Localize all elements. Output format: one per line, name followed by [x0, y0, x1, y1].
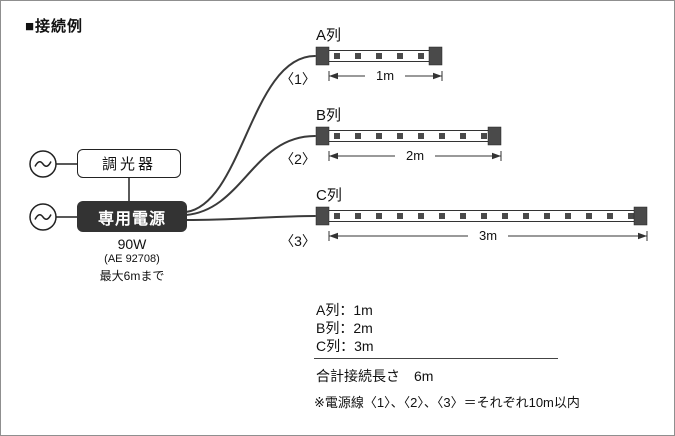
summary-item-c: C列：3m: [316, 338, 374, 354]
led-strip-c: [315, 206, 648, 241]
led-strip-a: [315, 46, 443, 81]
summary-divider: [314, 358, 558, 359]
ac-source-symbol-top: [29, 150, 57, 178]
supply-max-length: 最大6mまで: [99, 269, 165, 283]
strip-c-length: 3m: [468, 228, 508, 244]
sine-wave-icon: [34, 214, 52, 220]
supply-model: (AE 92708): [104, 253, 160, 265]
cable-3: [185, 215, 316, 221]
cable-3-label: 〈3〉: [280, 233, 316, 249]
summary-item-a: A列：1m: [316, 302, 373, 318]
strip-a-name: A列: [316, 27, 342, 44]
cable-1: [185, 55, 316, 213]
cable-2-label: 〈2〉: [280, 151, 316, 167]
ac-source-symbol-bottom: [29, 203, 57, 231]
cable-2: [185, 135, 316, 216]
supply-wattage: 90W: [117, 236, 147, 252]
sine-wave-icon: [34, 161, 52, 167]
strip-a-length: 1m: [365, 68, 405, 84]
strip-b-name: B列: [316, 107, 342, 124]
power-line-note: ※電源線〈1〉、〈2〉、〈3〉＝それぞれ10m以内: [314, 395, 580, 410]
power-supply-box: 専用電源: [77, 201, 187, 232]
summary-total: 合計接続長さ 6m: [316, 368, 434, 384]
dimmer-label: 調光器: [101, 156, 156, 173]
summary-item-b: B列：2m: [316, 320, 373, 336]
power-supply-label: 専用電源: [97, 210, 166, 228]
cable-1-label: 〈1〉: [280, 71, 316, 87]
strip-b-length: 2m: [395, 148, 435, 164]
led-strip-b: [315, 126, 502, 161]
strip-c-name: C列: [316, 187, 342, 204]
dimmer-box: 調光器: [77, 149, 181, 178]
diagram-title: ■接続例: [25, 18, 84, 35]
